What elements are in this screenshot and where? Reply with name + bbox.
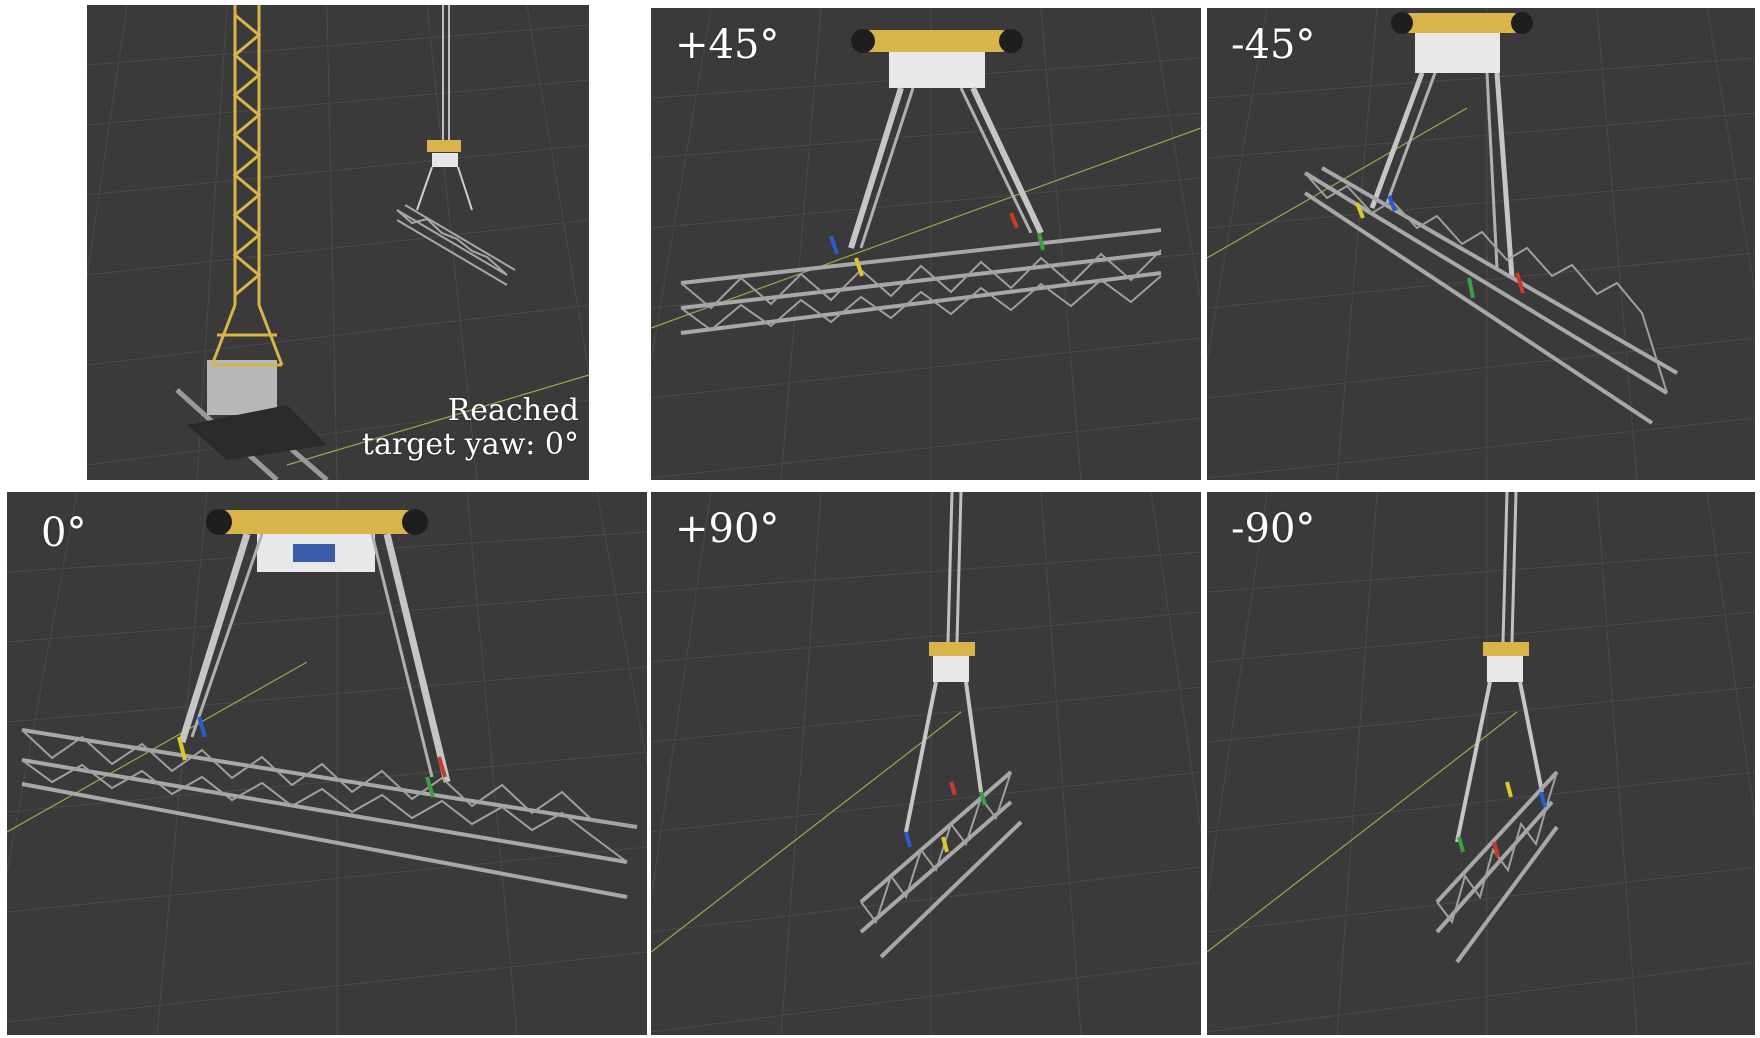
panel-plus45: +45°	[651, 8, 1201, 480]
truss	[859, 770, 1023, 959]
caption-line-1: Reached	[447, 393, 579, 428]
panel-zero: 0°	[7, 492, 647, 1035]
truss	[396, 204, 516, 286]
lifting-scene	[1303, 12, 1679, 425]
yaw-label: 0°	[41, 510, 87, 556]
lifting-scene	[1435, 492, 1559, 964]
panel-minus90: -90°	[1207, 492, 1755, 1035]
ground-grid	[87, 5, 589, 480]
caption-line-2: target yaw: 0°	[361, 427, 579, 462]
yaw-label: +45°	[675, 22, 780, 68]
crane-mast	[210, 5, 284, 367]
ground-grid	[651, 492, 1201, 1035]
status-caption: Reached target yaw: 0°	[362, 394, 579, 462]
truss	[1435, 770, 1559, 964]
lifting-scene	[21, 509, 638, 899]
lifting-scene	[859, 492, 1023, 959]
lifting-scene	[680, 29, 1162, 335]
panel-overview: Reached target yaw: 0°	[87, 5, 589, 480]
panel-minus45: -45°	[1207, 8, 1755, 480]
truss	[680, 228, 1162, 335]
ground-grid	[651, 8, 1201, 480]
truss	[1303, 166, 1679, 425]
yaw-label: -90°	[1231, 506, 1316, 552]
crane-base	[207, 360, 277, 415]
crane-scene	[175, 5, 516, 480]
ground-grid	[1207, 492, 1755, 1035]
yaw-label: +90°	[675, 506, 780, 552]
yaw-label: -45°	[1231, 22, 1316, 68]
truss	[21, 728, 638, 899]
panel-plus90: +90°	[651, 492, 1201, 1035]
